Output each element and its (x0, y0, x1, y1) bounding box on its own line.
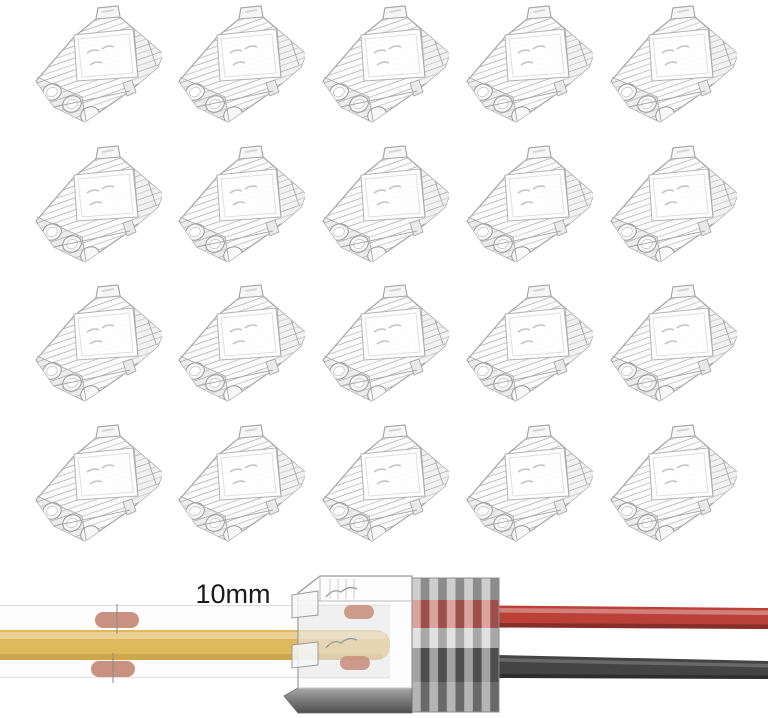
connector-base (283, 687, 413, 714)
strip-connector (30, 3, 162, 123)
strip-width-label: 10mm (195, 579, 270, 609)
wire-housing (411, 577, 500, 713)
strip-connector (317, 3, 449, 123)
strip-connector (605, 143, 737, 263)
housing-ribs (412, 578, 499, 712)
strip-connector (605, 282, 737, 402)
strip-connector (173, 3, 305, 123)
clamp-claw (291, 641, 319, 669)
strip-connector (173, 143, 305, 263)
strip-connector (30, 143, 162, 263)
strip-connector (173, 422, 305, 542)
strip-connector (461, 282, 593, 402)
strip-connector (317, 143, 449, 263)
inner-solder-pad (344, 605, 374, 619)
strip-connector (461, 143, 593, 263)
strip-connector (30, 422, 162, 542)
clamp-claw (291, 590, 319, 619)
positive-wire (497, 605, 768, 629)
strip-connector (605, 422, 737, 542)
strip-connector (461, 422, 593, 542)
installation-diagram: 10mm (0, 575, 768, 714)
inner-solder-pad (340, 656, 370, 670)
strip-connector (30, 282, 162, 402)
connector-grid (0, 0, 768, 555)
negative-wire (497, 655, 768, 679)
strip-connector (317, 282, 449, 402)
contact-prong (325, 637, 358, 649)
contact-prong (325, 586, 358, 598)
strip-connector (173, 282, 305, 402)
strip-connector (461, 3, 593, 123)
connector-on-strip (283, 575, 413, 714)
strip-connector (317, 422, 449, 542)
strip-connector (605, 3, 737, 123)
